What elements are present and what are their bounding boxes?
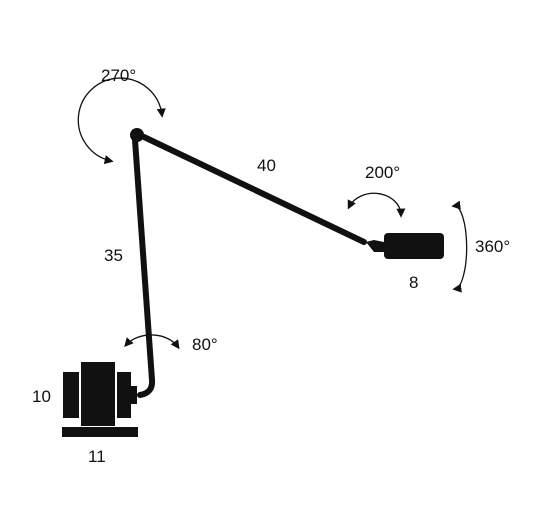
top-joint-rotation-arrow: [77, 77, 166, 165]
lower-arm-length-label: 35: [104, 246, 123, 265]
base-plate: [62, 427, 138, 437]
head-tilt-rotation-label: 200°: [365, 163, 400, 182]
head-size-label: 8: [409, 273, 418, 292]
base-block-left: [63, 372, 79, 418]
head-swivel-rotation-arrow: [451, 200, 468, 293]
top-joint-rotation-label: 270°: [101, 66, 136, 85]
lower-arm: [132, 137, 156, 398]
upper-arm: [141, 134, 367, 245]
base-joint-rotation-label: 80°: [192, 335, 218, 354]
upper-arm-length-label: 40: [257, 156, 276, 175]
base-joint-rotation-arrow: [124, 334, 180, 350]
top-joint: [130, 128, 144, 142]
lamp-head: [366, 233, 444, 259]
base-width-label: 10: [32, 387, 51, 406]
head-swivel-rotation-label: 360°: [475, 237, 510, 256]
base-block-right: [117, 372, 131, 418]
lamp-base: [62, 362, 138, 437]
head-neck: [366, 240, 384, 252]
base-depth-label: 11: [88, 447, 106, 466]
base-block-center: [81, 362, 115, 426]
head-tilt-rotation-arrow: [347, 192, 406, 218]
base-connector: [131, 386, 137, 404]
head-shade: [384, 233, 444, 259]
